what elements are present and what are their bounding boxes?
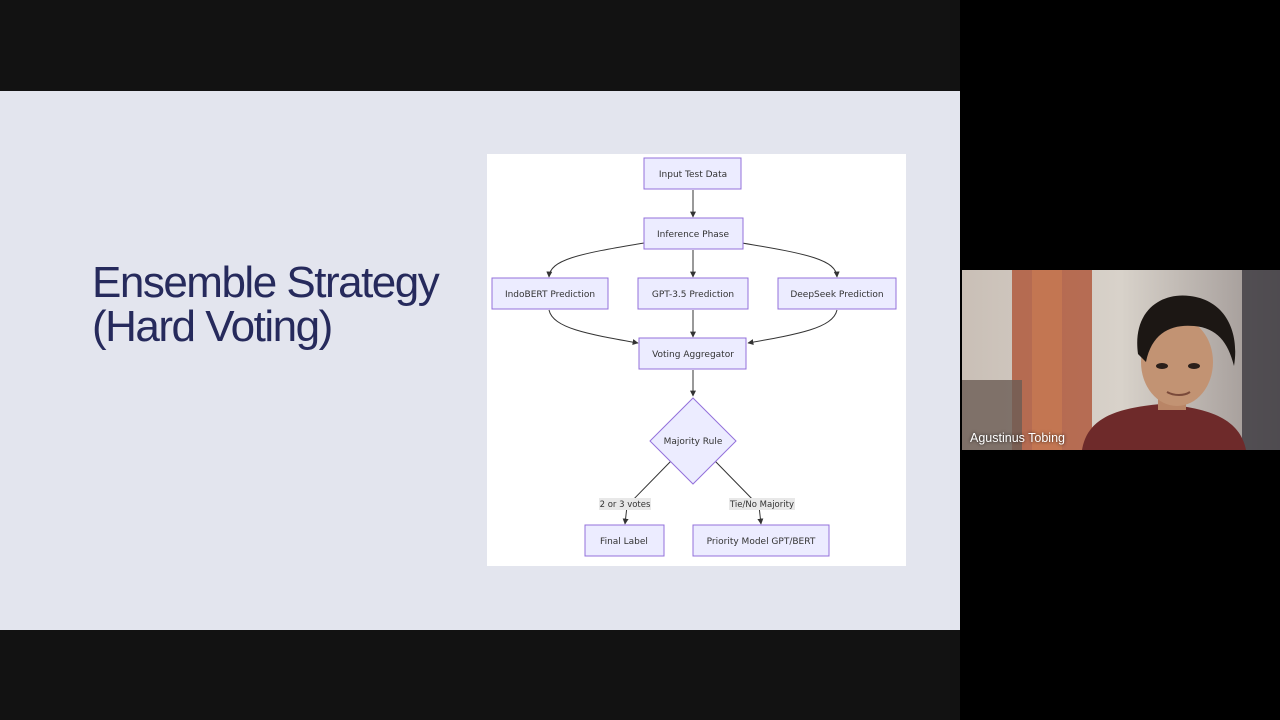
node-priority-model: Priority Model GPT/BERT xyxy=(692,524,830,557)
node-final-label: Final Label xyxy=(584,524,665,557)
edge-label-tie-text: Tie/No Majority xyxy=(729,500,794,510)
node-input-test-data-label: Input Test Data xyxy=(659,170,727,180)
edge-label-votes: 2 or 3 votes xyxy=(599,498,651,510)
participant-video-feed xyxy=(962,270,1280,450)
participant-video-tile[interactable]: Agustinus Tobing xyxy=(962,270,1280,450)
slide-title: Ensemble Strategy (Hard Voting) xyxy=(92,258,440,351)
flowchart-diagram: Input Test Data Inference Phase IndoBERT… xyxy=(487,154,906,566)
node-gpt-prediction-label: GPT-3.5 Prediction xyxy=(652,290,734,300)
node-deepseek-prediction: DeepSeek Prediction xyxy=(777,277,897,310)
edge-indobert-aggregator xyxy=(548,309,639,346)
node-voting-aggregator: Voting Aggregator xyxy=(638,337,747,370)
node-indobert-prediction-label: IndoBERT Prediction xyxy=(505,290,595,300)
node-deepseek-prediction-label: DeepSeek Prediction xyxy=(790,290,883,300)
node-final-label-label: Final Label xyxy=(600,537,648,547)
edge-majority-final xyxy=(622,460,672,525)
slide-title-line-2: (Hard Voting) xyxy=(92,302,333,351)
node-inference-phase: Inference Phase xyxy=(643,217,744,250)
edge-majority-priority xyxy=(714,460,764,525)
node-priority-model-label: Priority Model GPT/BERT xyxy=(707,537,816,547)
participant-name-label: Agustinus Tobing xyxy=(970,431,1065,445)
shared-slide: Ensemble Strategy (Hard Voting) xyxy=(0,91,960,630)
edge-deepseek-aggregator xyxy=(747,309,838,346)
node-majority-rule-label: Majority Rule xyxy=(664,437,723,447)
slide-title-line-1: Ensemble Strategy xyxy=(92,258,440,307)
edge-label-votes-text: 2 or 3 votes xyxy=(600,500,651,510)
edge-inference-indobert xyxy=(546,242,645,278)
node-majority-rule: Majority Rule xyxy=(649,397,737,485)
flowchart-svg: Input Test Data Inference Phase IndoBERT… xyxy=(491,157,897,557)
node-inference-phase-label: Inference Phase xyxy=(657,230,729,240)
edge-label-tie: Tie/No Majority xyxy=(729,498,795,510)
node-indobert-prediction: IndoBERT Prediction xyxy=(491,277,609,310)
presentation-stage: Ensemble Strategy (Hard Voting) xyxy=(0,0,960,720)
edge-inference-deepseek xyxy=(741,242,840,278)
node-voting-aggregator-label: Voting Aggregator xyxy=(652,350,734,360)
node-gpt-prediction: GPT-3.5 Prediction xyxy=(637,277,749,310)
node-input-test-data: Input Test Data xyxy=(643,157,742,190)
